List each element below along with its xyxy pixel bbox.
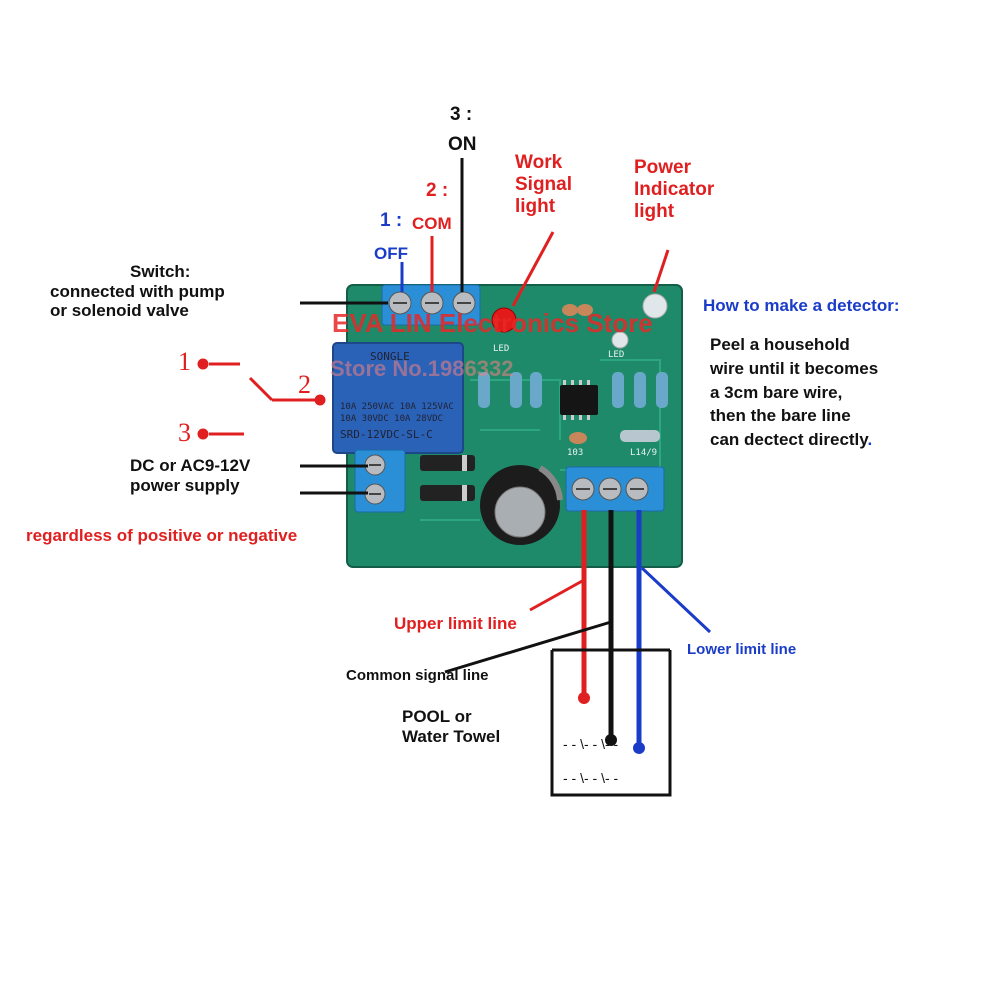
terminal-3-number: 3 :	[450, 104, 473, 125]
relay-model: SRD-12VDC-SL-C	[340, 428, 433, 441]
terminal-1-name: OFF	[374, 244, 408, 263]
board-mark-led-2: LED	[608, 350, 625, 360]
terminal-2-number: 2 :	[426, 180, 449, 201]
switch-pin-3: 3	[178, 418, 191, 447]
terminal-3-name: ON	[448, 134, 477, 155]
diodes	[420, 455, 475, 501]
power-terminal	[354, 449, 406, 513]
board-mark-103: 103	[567, 448, 584, 458]
store-number-watermark: Store No.1986332	[330, 356, 514, 381]
relay-spec-2: 10A 30VDC 10A 28VDC	[340, 414, 443, 424]
terminal-1-number: 1 :	[380, 210, 403, 231]
water-level-low: - - \- - \- -	[563, 770, 619, 786]
upper-limit-label: Upper limit line	[394, 614, 517, 633]
terminal-2-name: COM	[412, 214, 452, 233]
pool-label: POOL or Water Towel	[402, 707, 501, 746]
power-supply-label: DC or AC9-12V power supply	[130, 456, 251, 495]
relay-brand: SONGLE	[370, 350, 410, 363]
board-mark-l14: L14/9	[630, 448, 658, 458]
power-indicator-label: Power Indicator light	[634, 157, 715, 222]
polarity-note: regardless of positive or negative	[26, 526, 298, 545]
resistors	[478, 372, 668, 442]
detector-heading: How to make a detector:	[703, 296, 900, 315]
switch-label: Switch: connected with pump or solenoid …	[50, 262, 225, 321]
common-signal-label: Common signal line	[346, 667, 489, 684]
capacitor	[480, 465, 563, 545]
store-watermark: EVA LIN Electronics Store	[332, 308, 653, 338]
power-indicator-led	[642, 293, 668, 319]
sensor-terminal	[565, 466, 665, 512]
work-signal-led	[491, 307, 517, 333]
ic-chip	[560, 385, 598, 415]
switch-symbol	[197, 358, 326, 440]
detector-instructions: Peel a household wire until it becomes a…	[710, 335, 879, 450]
relay-spec-1: 10A 250VAC 10A 125VAC	[340, 402, 454, 412]
pool-container	[550, 650, 672, 797]
water-level-mid: - - \- - \- -	[563, 736, 619, 752]
switch-pin-1: 1	[178, 347, 191, 376]
lower-limit-label: Lower limit line	[687, 641, 797, 658]
board-mark-led-1: LED	[493, 344, 510, 354]
work-signal-label: Work Signal light	[515, 152, 573, 217]
switch-pin-2: 2	[298, 370, 311, 399]
